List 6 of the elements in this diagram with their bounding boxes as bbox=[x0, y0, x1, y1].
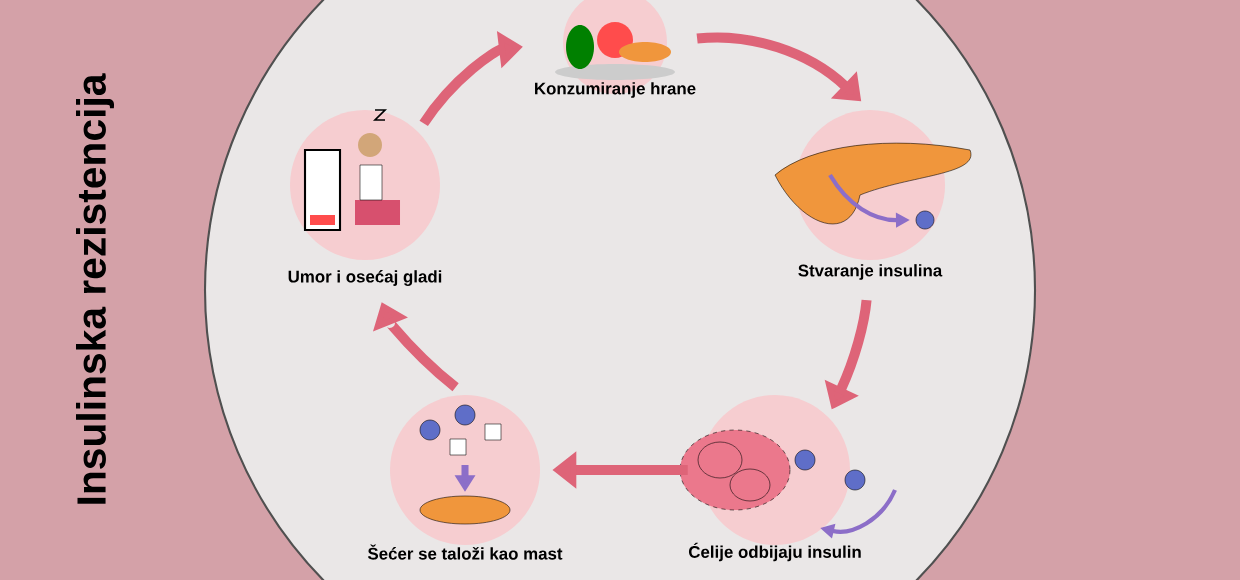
step-label: Umor i osećaj gladi bbox=[288, 270, 442, 286]
title: Insulinska rezistencija bbox=[76, 73, 114, 504]
step-label: Stvaranje insulina bbox=[798, 264, 943, 280]
step-label: Šećer se taloži kao mast bbox=[367, 544, 563, 560]
step-label: Konzumiranje hrane bbox=[535, 82, 696, 98]
step-label: Ćelije odbijaju insulin bbox=[688, 542, 861, 562]
